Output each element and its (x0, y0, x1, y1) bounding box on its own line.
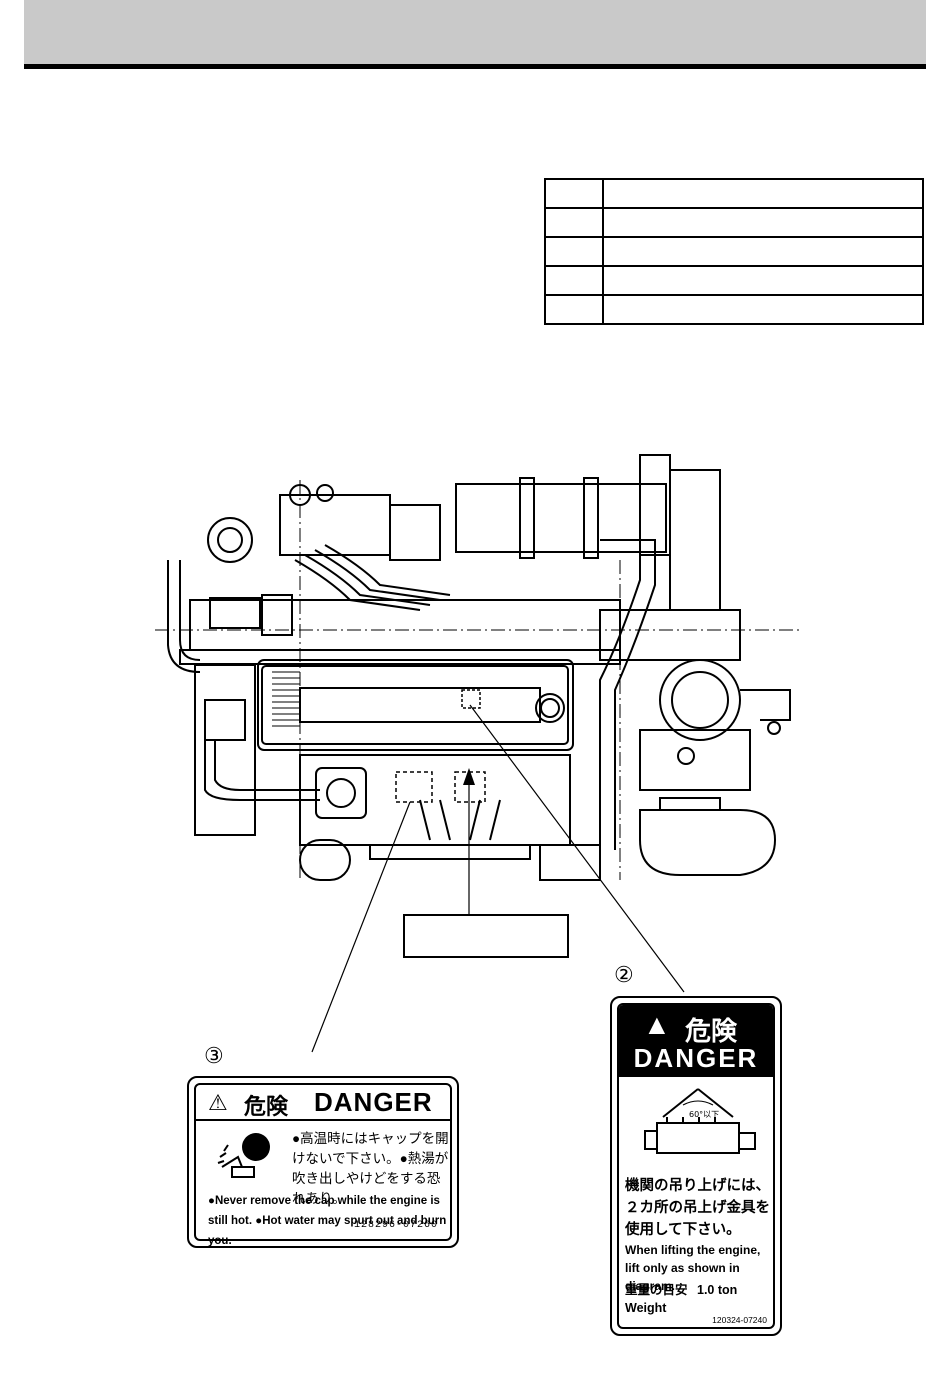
table-row (544, 178, 924, 209)
table-row (544, 236, 924, 267)
label-legend-table (544, 178, 924, 325)
warning-triangle-icon: ▲ (643, 1009, 671, 1040)
warning-triangle-icon: ⚠ (208, 1090, 228, 1115)
label-title-row: ⚠ 危険 DANGER (196, 1085, 450, 1121)
weight-value: 1.0 ton (697, 1283, 738, 1297)
hot-steam-burn-icon (217, 1133, 270, 1178)
table-row (544, 265, 924, 296)
label-warning-text-jp: ●高温時にはキャップを開けないで下さい。●熱湯が吹き出しやけどをする恐れあり。 (292, 1131, 449, 1206)
lift-angle-note: 60°以下 (689, 1110, 719, 1119)
label-2-number: ② (614, 962, 634, 987)
label-frame: ▲ 危険 DANGER 60°以下 機関の吊り上げには、２カ所の吊上げ金具を使用… (617, 1003, 775, 1329)
label-title-en: DANGER (633, 1043, 759, 1073)
label-title-block: ▲ 危険 DANGER (619, 1005, 773, 1077)
label-title-en: DANGER (314, 1087, 433, 1117)
danger-label-2: ▲ 危険 DANGER 60°以下 機関の吊り上げには、２カ所の吊上げ金具を使用… (610, 996, 782, 1336)
label-warning-text-en: When lifting the engine, lift only as sh… (625, 1243, 761, 1293)
callout-box (403, 914, 569, 958)
danger-label-3: ⚠ 危険 DANGER ●高温時にはキャップを開けないで下さい。●熱湯が吹き出し… (187, 1076, 459, 1248)
weight-label-en: Weight (625, 1301, 667, 1315)
label-3-number: ③ (204, 1043, 224, 1068)
label-warning-text-en: ●Never remove the cap while the engine i… (208, 1195, 447, 1247)
weight-label-jp: 重量の目安 (625, 1283, 688, 1297)
label-title-jp: 危険 (244, 1094, 289, 1119)
label-title-jp: 危険 (685, 1016, 738, 1046)
label-part-code: 120324-07240 (712, 1315, 767, 1325)
header-bar (24, 0, 926, 69)
label-weight: 重量の目安 1.0 ton Weight (625, 1281, 773, 1317)
label-frame: ⚠ 危険 DANGER ●高温時にはキャップを開けないで下さい。●熱湯が吹き出し… (194, 1083, 452, 1247)
table-row (544, 207, 924, 238)
label-warning-text-jp: 機関の吊り上げには、２カ所の吊上げ金具を使用して下さい。 (625, 1178, 770, 1238)
lifting-diagram: 60°以下 (644, 1088, 756, 1154)
table-row (544, 294, 924, 325)
label-part-code: 128296-07260 (353, 1220, 438, 1231)
